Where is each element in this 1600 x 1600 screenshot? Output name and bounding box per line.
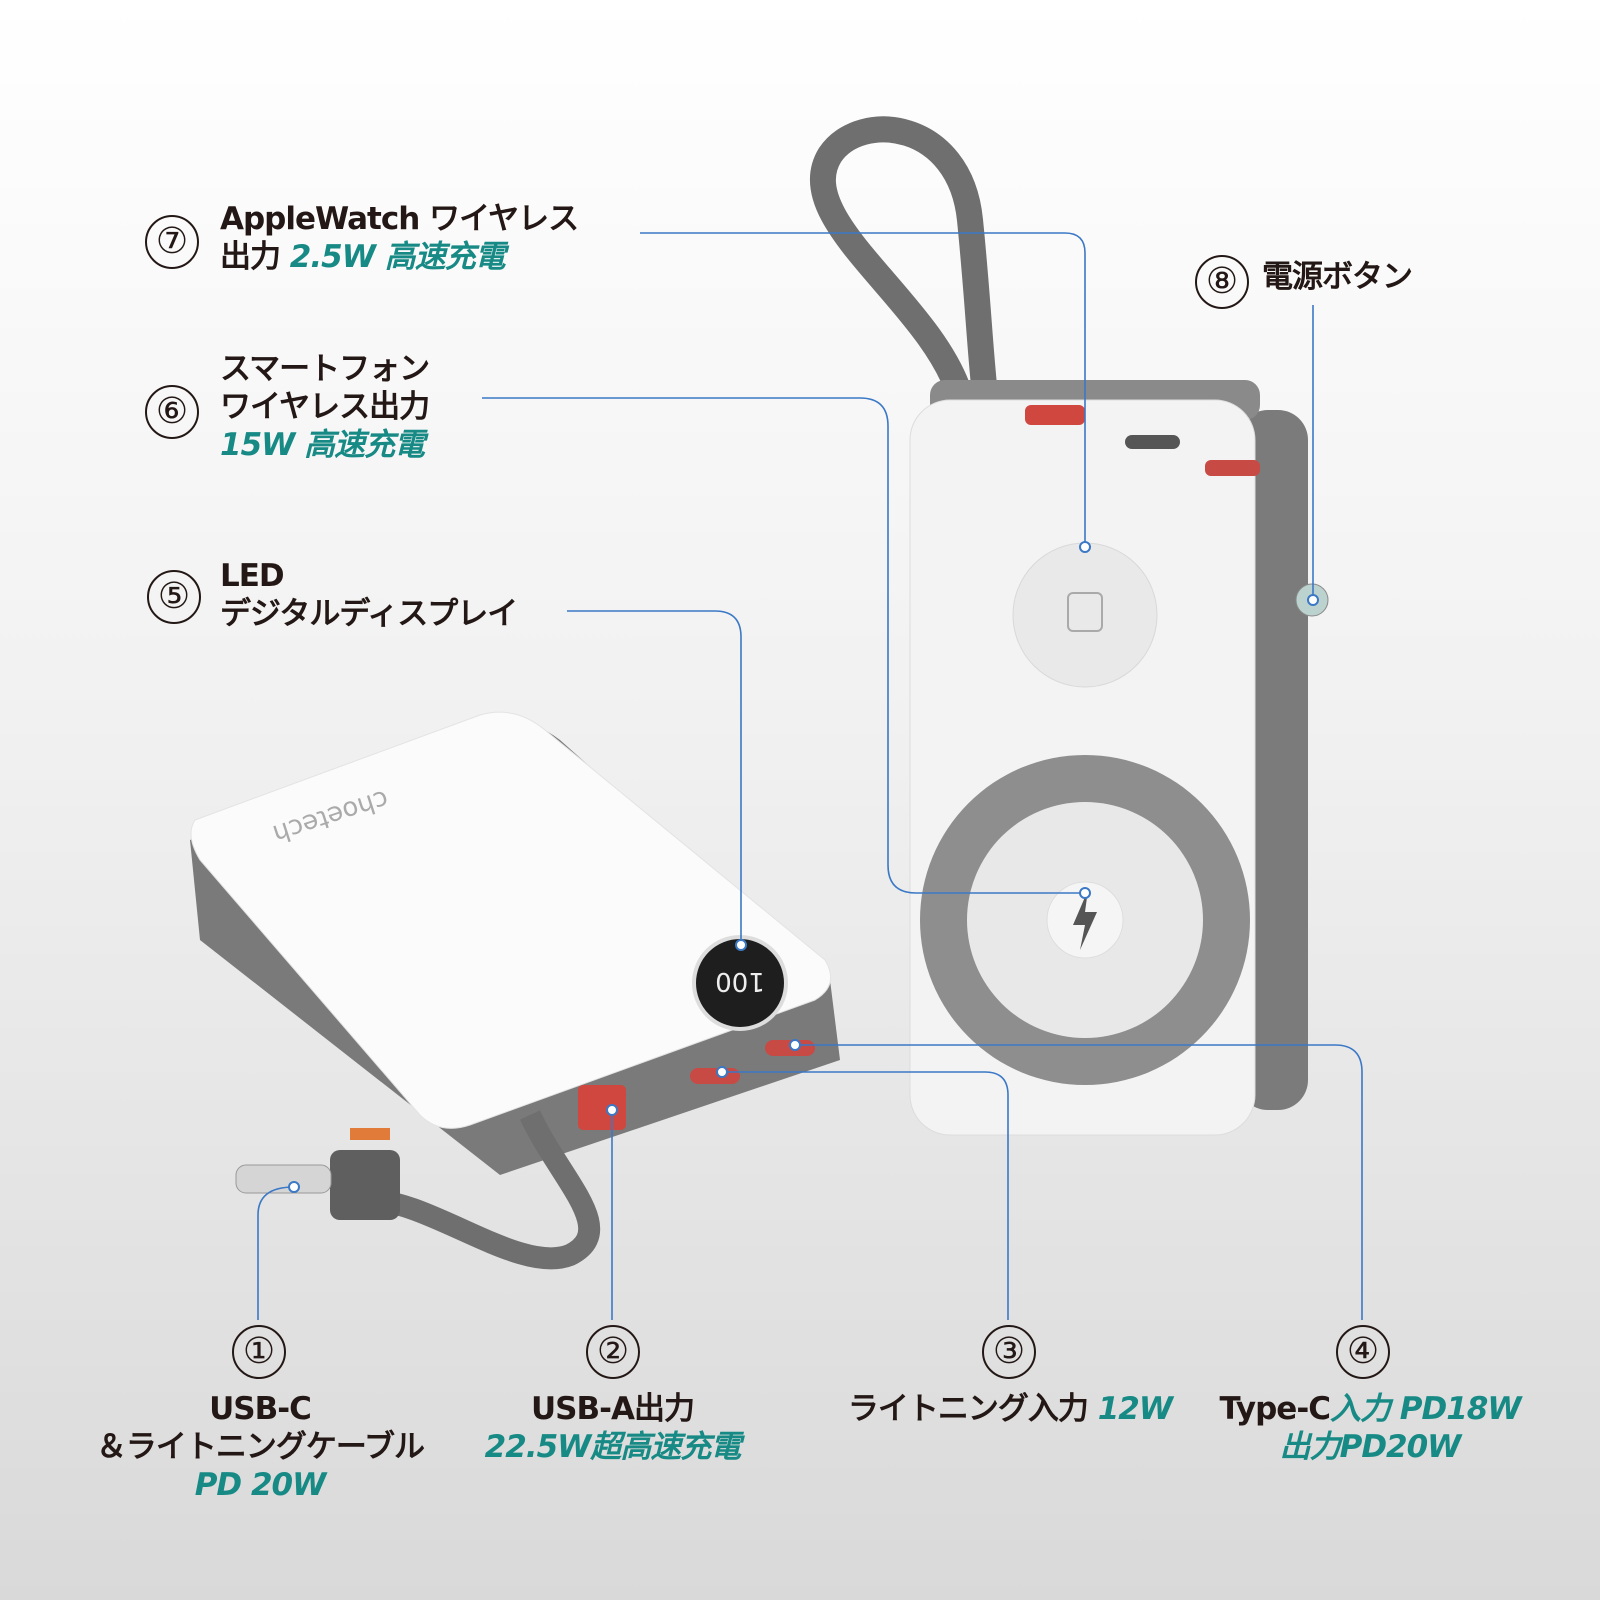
callout-accent: 入力 PD18W [1329, 1391, 1522, 1427]
callout-text: ワイヤレス出力 [220, 389, 430, 425]
leader-line-3 [722, 1071, 1009, 1320]
callout-number-3: ③ [982, 1325, 1036, 1379]
callout-cable: USB-C ＆ライトニングケーブル PD 20W [60, 1390, 460, 1504]
leader-lines [257, 232, 1363, 1320]
callout-led-display: LED デジタルディスプレイ [220, 557, 518, 633]
callout-number-4: ④ [1336, 1325, 1390, 1379]
leader-dot [288, 1181, 300, 1193]
usb-a-output-port [578, 1085, 626, 1130]
callout-text: ライトニング入力 [847, 1391, 1089, 1427]
leader-line-6 [482, 397, 1085, 894]
leader-line-5 [567, 610, 742, 945]
lanyard-strap [810, 116, 998, 400]
callout-accent: 出力PD20W [1279, 1429, 1462, 1465]
callout-power-button: 電源ボタン [1262, 259, 1413, 295]
callout-type-c: Type-C入力 PD18W 出力PD20W [1200, 1390, 1540, 1466]
usb-c-tip [235, 1164, 332, 1194]
leader-dot [1079, 541, 1091, 553]
callout-number-8: ⑧ [1195, 255, 1249, 309]
led-display [692, 935, 788, 1031]
callout-accent: 12W [1097, 1391, 1173, 1427]
lightning-input-port [690, 1068, 740, 1084]
callout-usb-a: USB-A出力 22.5W超高速充電 [430, 1390, 795, 1466]
callout-text: ＆ライトニングケーブル [95, 1429, 425, 1465]
leader-dot [606, 1104, 618, 1116]
callout-accent: PD 20W [194, 1467, 327, 1503]
callout-applewatch: AppleWatch ワイヤレス 出力 2.5W 高速充電 [220, 200, 579, 276]
callout-text: デジタルディスプレイ [220, 596, 518, 632]
watch-icon [1067, 592, 1103, 632]
usb-c-port-2 [1205, 460, 1260, 476]
callout-smartphone-wireless: スマートフォン ワイヤレス出力 15W 高速充電 [220, 350, 430, 464]
built-in-cable [369, 1110, 601, 1270]
leader-dot [716, 1066, 728, 1078]
callout-number-7: ⑦ [145, 215, 199, 269]
leader-line-4 [795, 1044, 1363, 1320]
callout-number-2: ② [586, 1325, 640, 1379]
callout-text: スマートフォン [220, 351, 430, 387]
callout-text: USB-A出力 [531, 1391, 695, 1427]
callout-number-6: ⑥ [145, 385, 199, 439]
leader-dots [288, 541, 1319, 1193]
callout-text: LED [220, 558, 285, 594]
leader-dot [735, 939, 747, 951]
callout-lightning-input: ライトニング入力 12W [820, 1390, 1200, 1428]
leader-line-7 [640, 232, 1086, 547]
usb-c-port [1125, 435, 1180, 449]
callout-text: 出力 [220, 239, 281, 275]
callout-accent: 15W 高速充電 [220, 427, 425, 463]
callout-text: Type-C [1219, 1391, 1331, 1427]
callout-number-5: ⑤ [147, 570, 201, 624]
left-power-bank [190, 711, 832, 1129]
callout-accent: 22.5W超高速充電 [484, 1429, 742, 1465]
leader-dot [1307, 594, 1319, 606]
leader-dot [1079, 887, 1091, 899]
usb-a-port [1025, 405, 1085, 425]
lightning-tip [350, 1128, 390, 1140]
cable-connector [330, 1150, 400, 1220]
leader-line-1 [257, 1186, 295, 1320]
callout-number-1: ① [232, 1325, 286, 1379]
callout-text: AppleWatch ワイヤレス [220, 201, 579, 237]
callout-accent: 2.5W 高速充電 [289, 239, 506, 275]
leader-dot [789, 1039, 801, 1051]
callout-text: USB-C [209, 1391, 312, 1427]
lightning-bolt-icon [1073, 890, 1097, 950]
applewatch-charger [1012, 542, 1158, 688]
display-readout: 100 [715, 966, 765, 996]
